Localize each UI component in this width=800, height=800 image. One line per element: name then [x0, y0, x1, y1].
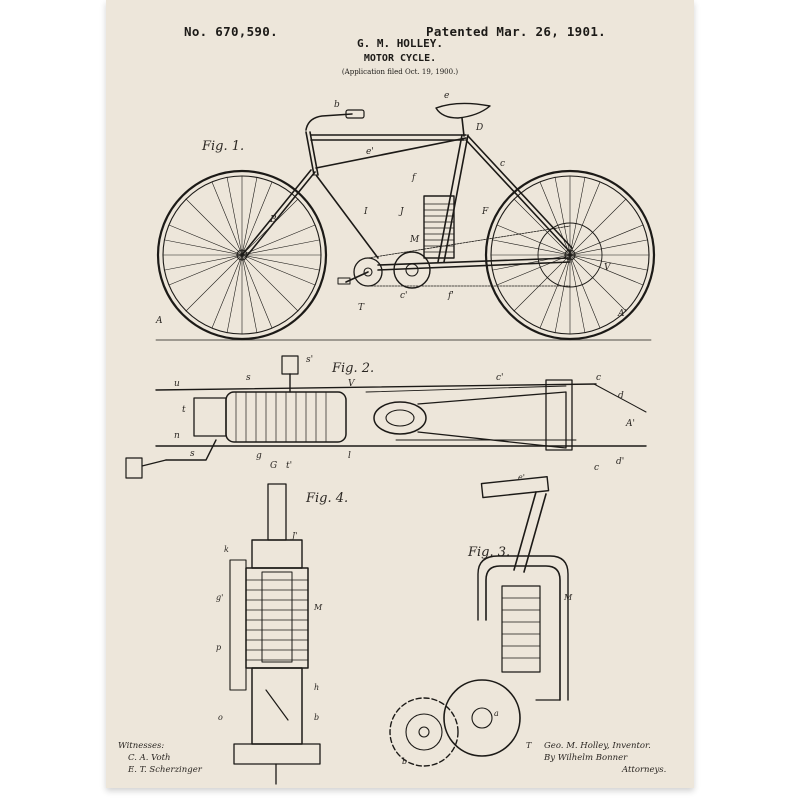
- svg-text:g': g': [216, 593, 223, 602]
- svg-text:T: T: [358, 303, 365, 313]
- svg-text:M: M: [563, 593, 573, 602]
- fig2-label: Fig. 2.: [331, 361, 374, 376]
- inventor-name: G. M. HOLLEY.: [356, 37, 444, 50]
- fig1-frame: [241, 131, 573, 271]
- svg-text:s: s: [190, 449, 195, 459]
- svg-text:b: b: [334, 100, 340, 110]
- witness-1: C. A. Voth: [128, 753, 171, 763]
- svg-text:c': c': [496, 373, 504, 383]
- svg-text:t: t: [182, 405, 186, 415]
- svg-text:A: A: [155, 316, 163, 326]
- fig1-side-view: Fig. 1.: [155, 91, 656, 341]
- fig1-rear-wheel: [484, 169, 656, 341]
- svg-text:k: k: [224, 545, 229, 554]
- fig1-motor: [393, 195, 455, 289]
- svg-text:u: u: [174, 379, 180, 389]
- svg-text:J': J': [290, 531, 297, 540]
- patent-number: No. 670,590.: [184, 24, 278, 39]
- svg-text:d': d': [616, 457, 624, 467]
- svg-text:c: c: [594, 463, 599, 473]
- fig2-plan-view: Fig. 2.: [125, 355, 647, 479]
- patent-drawing: Fig. 1.: [118, 91, 666, 785]
- svg-text:T: T: [526, 741, 532, 750]
- svg-text:A': A': [617, 309, 627, 319]
- svg-text:M: M: [409, 235, 420, 245]
- svg-text:e: e: [444, 91, 449, 101]
- svg-text:G: G: [270, 461, 277, 471]
- svg-text:n: n: [174, 431, 180, 441]
- svg-text:o: o: [218, 713, 223, 722]
- fig4-label: Fig. 4.: [305, 491, 348, 506]
- filing-date: (Application filed Oct. 19, 1900.): [341, 68, 459, 76]
- svg-text:I: I: [363, 207, 368, 217]
- svg-text:B: B: [269, 215, 277, 225]
- fig3-section: Fig. 3. e'Ma bT: [389, 473, 573, 767]
- svg-text:c': c': [400, 291, 408, 301]
- svg-text:e': e': [366, 147, 374, 157]
- svg-text:c: c: [500, 159, 505, 169]
- attorneys-title: Attorneys.: [621, 765, 666, 775]
- svg-text:s': s': [306, 355, 313, 365]
- svg-text:b: b: [402, 757, 407, 766]
- svg-text:A': A': [625, 419, 635, 429]
- svg-text:D: D: [475, 123, 483, 133]
- svg-text:d: d: [618, 391, 624, 401]
- witness-2: E. T. Scherzinger: [127, 765, 203, 775]
- svg-text:l: l: [348, 451, 351, 461]
- svg-text:t': t': [286, 461, 292, 471]
- svg-text:F: F: [481, 207, 489, 217]
- svg-text:e': e': [518, 473, 525, 482]
- fig1-label: Fig. 1.: [201, 139, 244, 154]
- svg-text:c: c: [596, 373, 601, 383]
- svg-text:h: h: [314, 683, 319, 692]
- inventor-signature: Geo. M. Holley, Inventor.: [544, 741, 651, 751]
- svg-text:b: b: [314, 713, 319, 722]
- svg-text:a: a: [494, 709, 499, 718]
- svg-text:V: V: [348, 379, 356, 389]
- svg-text:f': f': [447, 291, 454, 301]
- patent-subject: MOTOR CYCLE.: [363, 53, 437, 64]
- signatures: Witnesses: C. A. Voth E. T. Scherzinger …: [118, 741, 666, 775]
- svg-text:s: s: [246, 373, 251, 383]
- svg-text:f: f: [411, 173, 417, 183]
- witnesses-title: Witnesses:: [118, 741, 164, 751]
- svg-text:M: M: [313, 603, 323, 612]
- svg-text:V: V: [604, 263, 612, 273]
- svg-text:g: g: [256, 451, 262, 461]
- fig4-section: Fig. 4. J' kM g' p h b o: [216, 483, 348, 785]
- svg-text:J: J: [398, 207, 405, 217]
- patent-poster: No. 670,590. Patented Mar. 26, 1901. G. …: [106, 0, 694, 788]
- attorney-signature: By Wilhelm Bonner: [543, 753, 628, 763]
- patent-date: Patented Mar. 26, 1901.: [426, 24, 606, 39]
- svg-text:p: p: [216, 643, 221, 652]
